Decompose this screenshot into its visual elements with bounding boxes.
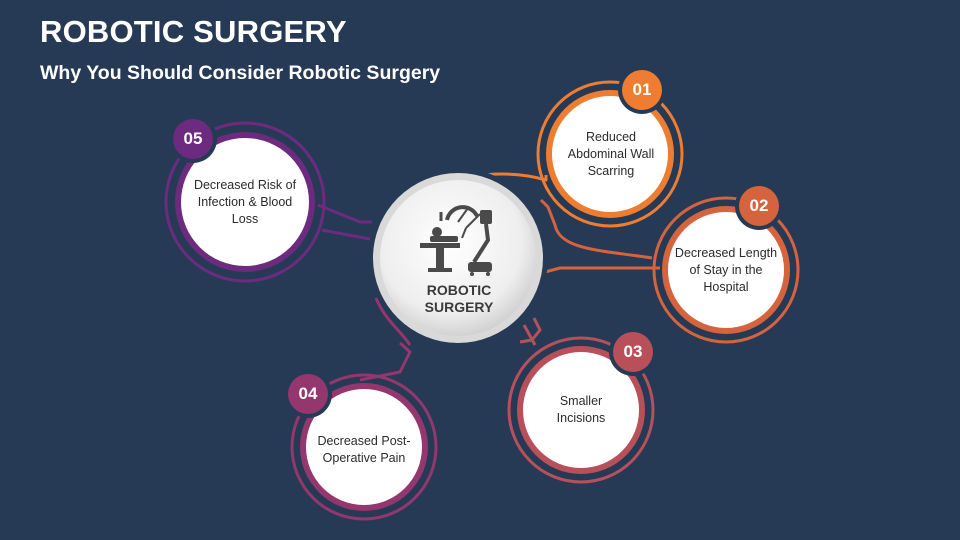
badge-05: 05 [183, 129, 203, 148]
page-subtitle: Why You Should Consider Robotic Surgery [40, 62, 441, 84]
node-02 [652, 182, 800, 344]
node-04-text: Decreased Post-Operative Pain [317, 434, 411, 465]
badge-04: 04 [298, 384, 318, 403]
page-title: ROBOTIC SURGERY [40, 14, 347, 49]
badge-03: 03 [623, 342, 643, 361]
connector-05 [317, 203, 372, 224]
connector-04b [374, 297, 412, 346]
connector-02 [539, 198, 653, 260]
node-05 [164, 115, 326, 283]
connector-02b [544, 266, 660, 274]
node-04 [284, 370, 438, 521]
node-03 [507, 328, 657, 484]
badge-01: 01 [632, 80, 652, 99]
node-01 [536, 66, 684, 228]
badge-02: 02 [749, 196, 769, 215]
connector-03 [519, 317, 542, 344]
center-circle [368, 168, 548, 348]
connector-03b [522, 324, 537, 346]
node-03-text: Smaller Incisions [556, 394, 606, 425]
robotic-surgery-icon [420, 205, 492, 276]
connector-05b [321, 228, 376, 242]
center-label: ROBOTIC SURGERY [424, 282, 494, 315]
node-01-text: Reduced Abdominal Wall Scarring [567, 129, 655, 178]
node-05-text: Decreased Risk of Infection & Blood Loss [193, 177, 297, 226]
node-02-text: Decreased Length of Stay in the Hospital [674, 245, 778, 294]
